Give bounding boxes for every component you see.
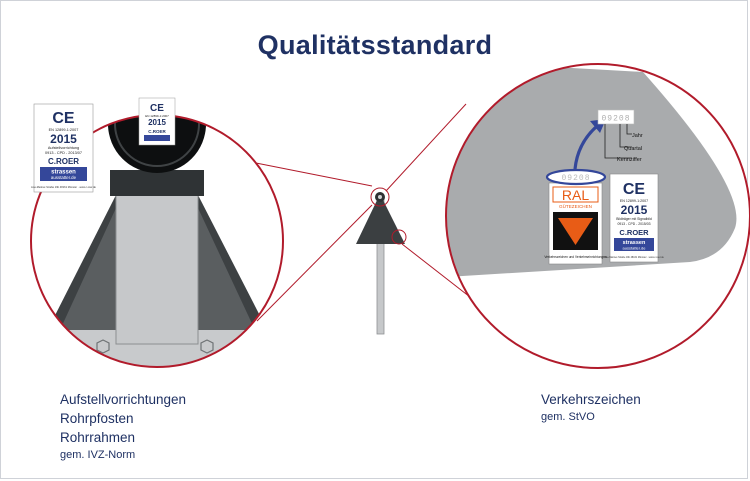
- svg-text:ausstatter.de: ausstatter.de: [51, 175, 77, 180]
- svg-text:2015: 2015: [148, 118, 166, 127]
- ce-standalone-mark: CE: [52, 110, 75, 127]
- caption-left-line3: Rohrrahmen: [60, 430, 136, 445]
- ral-label: RAL GÜTEZEICHEN Verkehrszeichen und Verk…: [544, 182, 607, 265]
- code-legend: 09208 Jahr Quartal Kennziffer: [597, 109, 643, 163]
- svg-text:Lise-Meitner-Straße 19b 48161: Lise-Meitner-Straße 19b 48161 Münster · …: [604, 256, 664, 259]
- svg-text:C.ROER: C.ROER: [48, 157, 79, 166]
- svg-text:2015: 2015: [621, 203, 648, 217]
- svg-text:Lise-Meitner-Straße 19b 48161: Lise-Meitner-Straße 19b 48161 Münster · …: [31, 185, 96, 189]
- caption-right-line1: Verkehrszeichen: [541, 392, 641, 407]
- caption-right: Verkehrszeichen gem. StVO: [541, 390, 641, 426]
- svg-text:0913 - CPD - 2013/07: 0913 - CPD - 2013/07: [45, 151, 82, 155]
- caption-right-norm: gem. StVO: [541, 411, 595, 423]
- ral-code: 09208: [561, 174, 590, 183]
- ral-logo: RAL: [562, 187, 589, 203]
- center-sign: [356, 187, 407, 335]
- svg-text:GÜTEZEICHEN: GÜTEZEICHEN: [559, 203, 592, 209]
- svg-text:EN 12899-1:2007: EN 12899-1:2007: [620, 199, 648, 203]
- ce-label-small: CE EN 12899-1:2007 2015 C.ROER: [138, 97, 176, 146]
- ce-small-mark: CE: [150, 103, 164, 114]
- svg-text:EN 12899-1:2007: EN 12899-1:2007: [145, 114, 169, 118]
- svg-text:EN 12899-1:2007: EN 12899-1:2007: [49, 128, 79, 132]
- svg-text:Kennziffer: Kennziffer: [617, 157, 642, 163]
- svg-text:strassen: strassen: [623, 240, 646, 246]
- svg-text:strassen: strassen: [51, 170, 76, 176]
- svg-text:Jahr: Jahr: [632, 133, 643, 139]
- svg-text:C.ROER: C.ROER: [148, 129, 166, 134]
- caption-left: Aufstellvorrichtungen Rohrpfosten Rohrra…: [60, 390, 186, 464]
- svg-text:0913 - CPD - 2015/03: 0913 - CPD - 2015/03: [618, 222, 651, 226]
- svg-text:Verkehrszeichen und Verkehrsei: Verkehrszeichen und Verkehrseinrichtunge…: [544, 255, 607, 259]
- page-title: Qualitätsstandard: [257, 30, 493, 60]
- caption-left-norm: gem. IVZ-Norm: [60, 449, 136, 461]
- caption-left-line2: Rohrpfosten: [60, 411, 134, 426]
- svg-text:Bildträger mit Signalbild: Bildträger mit Signalbild: [616, 217, 652, 221]
- svg-text:Quartal: Quartal: [624, 146, 642, 152]
- ral-code-badge: 09208: [545, 168, 607, 186]
- svg-text:Aufstellvorrichtung: Aufstellvorrichtung: [48, 146, 79, 150]
- ce-label-standalone: CE EN 12899-1:2007 2015 Aufstellvorricht…: [31, 103, 96, 193]
- ce-sign-mark: CE: [623, 181, 646, 198]
- ce-label-sign: CE EN 12899-1:2007 2015 Bildträger mit S…: [604, 173, 664, 263]
- svg-text:ausstatter.de: ausstatter.de: [623, 246, 647, 251]
- svg-text:2015: 2015: [50, 132, 77, 146]
- svg-text:C.ROER: C.ROER: [619, 228, 649, 237]
- legend-code: 09208: [601, 115, 630, 124]
- zoom-lines: [255, 103, 471, 322]
- caption-left-line1: Aufstellvorrichtungen: [60, 392, 187, 407]
